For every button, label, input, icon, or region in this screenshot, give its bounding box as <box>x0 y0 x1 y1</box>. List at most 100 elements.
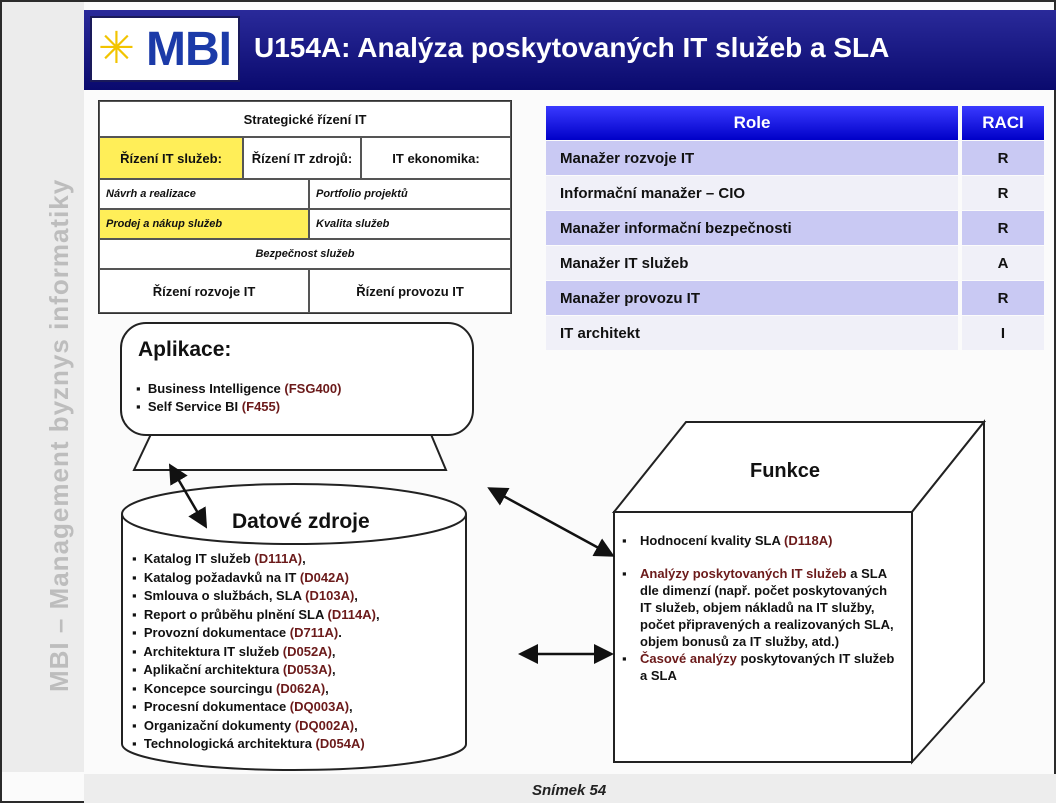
table-row: Manažer rozvoje IT R <box>546 141 1044 176</box>
raci-value: R <box>962 281 1044 315</box>
source-code: (D111A) <box>254 551 303 566</box>
source-punct: , <box>331 662 336 677</box>
raci-role: Manažer IT služeb <box>546 246 958 280</box>
fw-quality: Kvalita služeb <box>309 209 511 239</box>
raci-role: Informační manažer – CIO <box>546 176 958 210</box>
raci-value: R <box>962 141 1044 175</box>
list-item: ▪ Procesní dokumentace (DQ003A), <box>132 699 353 714</box>
source-punct: , <box>354 588 358 603</box>
function-code: (D118A) <box>784 533 833 548</box>
list-item: ▪ Smlouva o službách, SLA (D103A), <box>132 588 358 603</box>
star-icon: ✳ <box>98 24 135 73</box>
table-row: Manažer informační bezpečnosti R <box>546 211 1044 246</box>
data-sources-title: Datové zdroje <box>232 510 370 533</box>
fw-services: Řízení IT služeb: <box>99 137 243 179</box>
list-item: ▪ Architektura IT služeb (D052A), <box>132 643 336 659</box>
source-punct: . <box>338 625 342 640</box>
list-item: ▪ Report o průběhu plnění SLA (D114A), <box>132 606 380 622</box>
applications-list: ▪ Business Intelligence (FSG400) ▪ Self … <box>136 380 341 416</box>
applications-bubble: Aplikace: ▪ Business Intelligence (FSG40… <box>120 322 474 436</box>
database-cylinder-top <box>121 483 467 545</box>
list-item: ▪ Koncepce sourcingu (D062A), <box>132 680 329 696</box>
source-punct: , <box>349 699 353 714</box>
function-text: poskytovaných IT služeb a SLA <box>640 651 895 683</box>
fw-economics: IT ekonomika: <box>361 137 511 179</box>
source-name: Report o průběhu plnění SLA <box>143 606 328 622</box>
source-code: (DQ002A) <box>294 717 355 733</box>
source-name: Provozní dokumentace <box>143 625 290 640</box>
source-punct: , <box>325 680 329 696</box>
monitor-stand <box>132 431 448 471</box>
fw-security: Bezpečnost služeb <box>99 239 511 269</box>
source-name: Aplikační architektura <box>143 662 283 677</box>
source-name: Procesní dokumentace <box>143 699 290 714</box>
database-cylinder-body <box>121 514 467 771</box>
fw-sales: Prodej a nákup služeb <box>99 209 309 239</box>
data-sources-list: ▪ Katalog IT služeb (D111A), ▪ Katalog p… <box>132 550 380 754</box>
fw-portfolio: Portfolio projektů <box>309 179 511 209</box>
app-name: Business Intelligence <box>147 381 285 396</box>
source-name: Smlouva o službách, SLA <box>143 588 306 603</box>
raci-role: IT architekt <box>546 316 958 350</box>
fw-strategic: Strategické řízení IT <box>99 101 511 137</box>
raci-value: R <box>962 176 1044 210</box>
list-item: ▪ Business Intelligence (FSG400) <box>136 381 342 396</box>
source-code: (D114A) <box>327 606 376 622</box>
raci-head-role: Role <box>546 106 958 140</box>
cube-front-face <box>613 511 913 763</box>
data-function-arrow-top <box>487 487 615 557</box>
fw-design: Návrh a realizace <box>99 179 309 209</box>
raci-value: A <box>962 246 1044 280</box>
list-item: ▪ Časové analýzy poskytovaných IT služeb… <box>622 651 895 683</box>
slide-title: U154A: Analýza poskytovaných IT služeb a… <box>254 32 890 63</box>
header-bar <box>84 10 1056 90</box>
list-item: ▪ Katalog požadavků na IT (D042A) <box>132 569 349 585</box>
source-code: (D052A) <box>282 643 332 659</box>
source-name: Katalog IT služeb <box>143 551 255 566</box>
table-row: Manažer provozu IT R <box>546 281 1044 316</box>
source-code: (D062A) <box>276 680 326 696</box>
raci-role: Manažer provozu IT <box>546 281 958 315</box>
table-row: Informační manažer – CIO R <box>546 176 1044 211</box>
sidebar <box>2 2 84 772</box>
raci-table: Role RACI Manažer rozvoje IT R Informačn… <box>546 106 1044 351</box>
raci-role: Manažer informační bezpečnosti <box>546 211 958 245</box>
function-text: a SLA dle dimenzí (např. počet poskytova… <box>640 566 894 649</box>
mbi-logo: ✳ MBI <box>90 16 240 82</box>
source-punct: , <box>354 717 358 733</box>
list-item: ▪ Organizační dokumenty (DQ002A), <box>132 717 358 733</box>
list-item: ▪ Aplikační architektura (D053A), <box>132 662 336 677</box>
fw-resources: Řízení IT zdrojů: <box>243 137 361 179</box>
footer-bar <box>84 774 1056 803</box>
source-code: (DQ003A) <box>289 699 350 714</box>
source-code: (D054A) <box>315 736 365 751</box>
source-code: (D103A) <box>305 588 355 603</box>
fw-development: Řízení rozvoje IT <box>99 269 309 313</box>
raci-role: Manažer rozvoje IT <box>546 141 958 175</box>
raci-value: I <box>962 316 1044 350</box>
function-code: Časové analýzy <box>640 651 737 666</box>
source-punct: , <box>302 551 306 566</box>
list-item: ▪ Technologická architektura (D054A) <box>132 736 365 751</box>
applications-title: Aplikace: <box>138 338 232 361</box>
list-item: ▪ Provozní dokumentace (D711A). <box>132 625 342 640</box>
functions-list: ▪ Hodnocení kvality SLA (D118A) ▪ Analýz… <box>622 532 902 684</box>
functions-title: Funkce <box>750 460 821 482</box>
source-name: Katalog požadavků na IT <box>143 569 300 585</box>
list-item: ▪ Hodnocení kvality SLA (D118A) <box>622 533 833 548</box>
list-item: ▪ Self Service BI (F455) <box>136 399 281 414</box>
list-item: ▪ Katalog IT služeb (D111A), <box>132 551 306 566</box>
app-code: (FSG400) <box>284 381 342 396</box>
app-code: (F455) <box>241 399 281 414</box>
source-punct: , <box>331 643 336 659</box>
list-item: ▪ Analýzy poskytovaných IT služeb a SLA … <box>622 566 894 649</box>
raci-header-row: Role RACI <box>546 106 1044 141</box>
source-name: Koncepce sourcingu <box>143 680 277 696</box>
framework-grid: Strategické řízení IT Řízení IT služeb: … <box>98 100 512 314</box>
raci-value: R <box>962 211 1044 245</box>
source-code: (D042A) <box>299 569 349 585</box>
source-name: Technologická architektura <box>143 736 316 751</box>
source-name: Organizační dokumenty <box>143 717 295 733</box>
source-code: (D053A) <box>282 662 332 677</box>
